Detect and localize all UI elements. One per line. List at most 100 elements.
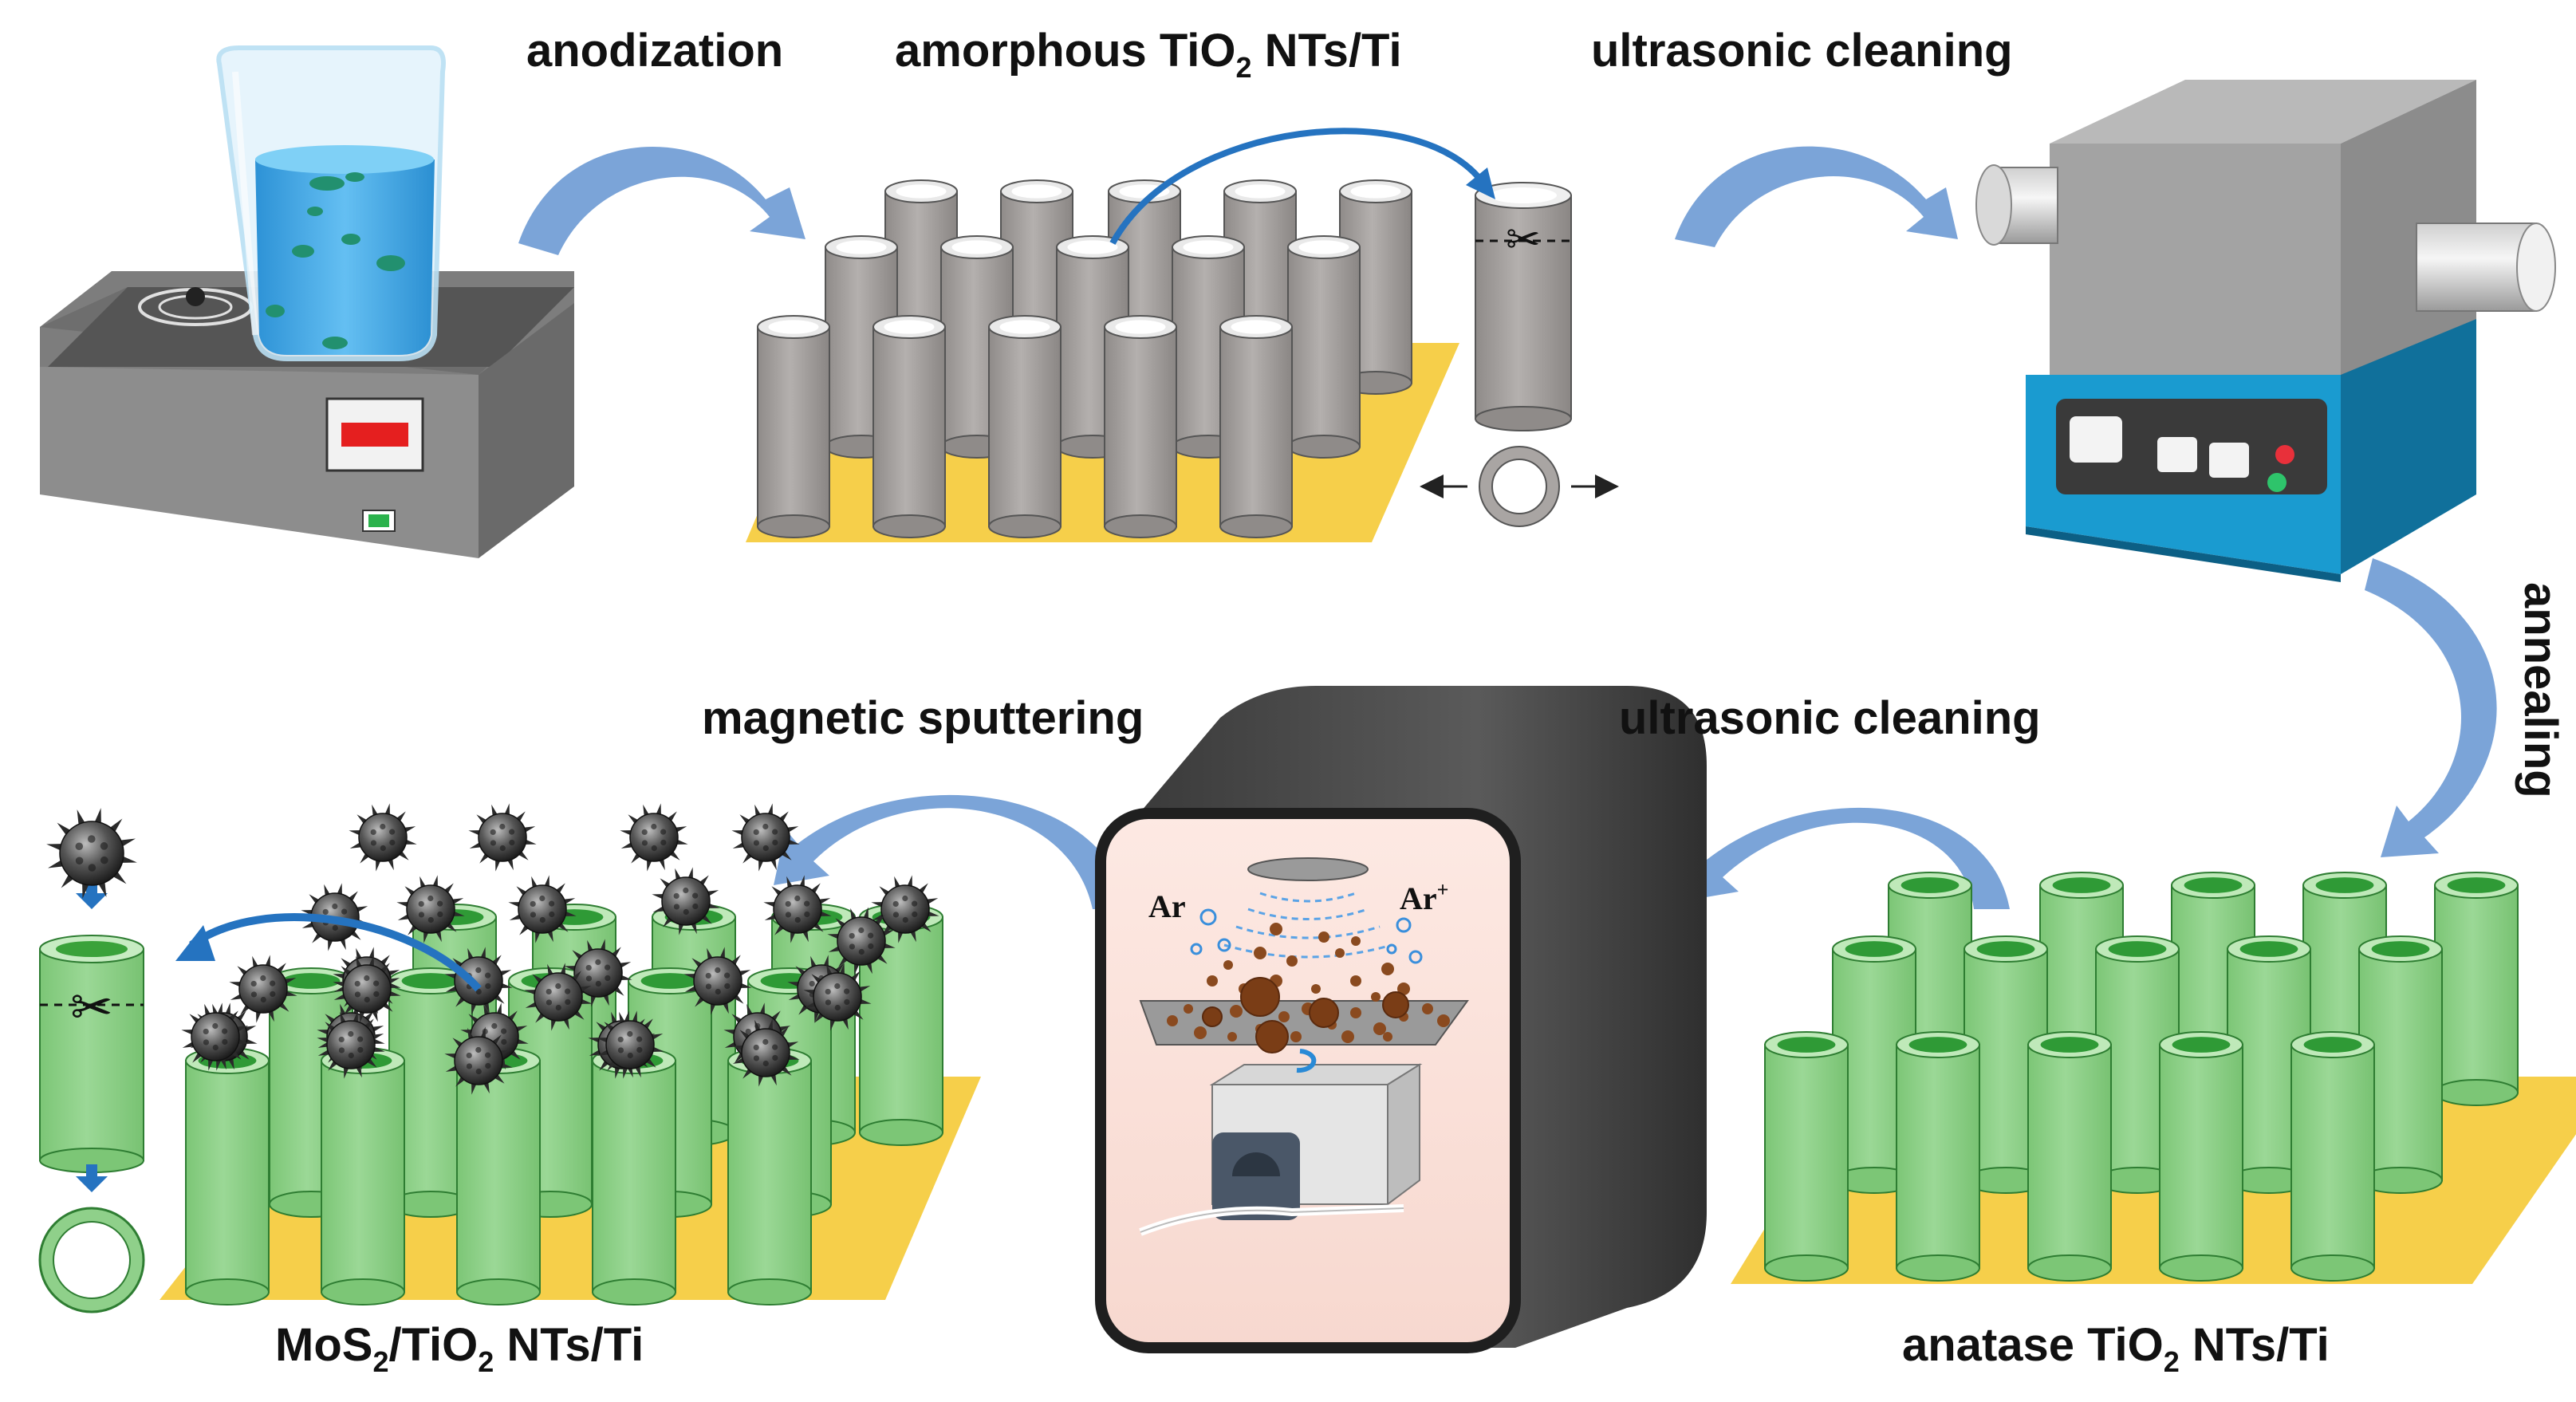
sputter-particle: [1350, 1007, 1361, 1018]
anatase-nanotube-array: [1731, 872, 2576, 1284]
sputter-particle: [1397, 983, 1410, 995]
nanotube: [825, 235, 898, 459]
nanotube: [1896, 1031, 1980, 1282]
mos2-particle: [683, 947, 752, 1015]
label-ultrasonic-top: ultrasonic cleaning: [1591, 25, 2013, 77]
sputter-cluster: [1382, 991, 1409, 1018]
sputter-particle: [1227, 1032, 1237, 1042]
mos2-particle: [871, 875, 939, 943]
nanotube: [872, 315, 946, 538]
sputter-particle: [1311, 984, 1321, 994]
sputter-particle: [1230, 1005, 1243, 1018]
pump-icon: [1139, 1049, 1423, 1236]
sputter-particle: [1373, 1022, 1386, 1035]
sputter-particle: [1350, 975, 1361, 987]
mos2-particle: [229, 955, 297, 1023]
nanotube: [1219, 315, 1293, 538]
mos2-particle: [396, 875, 465, 943]
nanotube: [1287, 235, 1361, 459]
sputter-cluster: [1202, 1006, 1223, 1027]
nanotube: [727, 1047, 812, 1306]
scissors-icon: ✂: [1506, 217, 1541, 263]
sputter-particle: [1223, 960, 1233, 970]
nanotube: [2434, 872, 2519, 1106]
beaker-icon: [216, 45, 446, 361]
mos2-particle: [349, 803, 417, 872]
sputter-particle: [1437, 1014, 1450, 1027]
label-ultrasonic-bottom: ultrasonic cleaning: [1619, 692, 2041, 744]
scissors-icon: ✂: [70, 979, 113, 1036]
mos2-particle: [596, 1010, 664, 1079]
label-ar-plus: Ar+: [1400, 878, 1448, 916]
mos2-particle: [763, 875, 832, 943]
mos2-particle: [620, 803, 688, 872]
sputter-particle: [1371, 992, 1381, 1002]
sputter-particle: [1383, 1032, 1392, 1042]
sputter-particle: [1318, 931, 1329, 943]
mos2-particle: [803, 963, 872, 1031]
mos2-nanotube-array: [160, 803, 981, 1306]
label-anodization: anodization: [526, 25, 783, 77]
sputter-particle: [1335, 948, 1345, 958]
mos2-particle: [444, 947, 513, 1015]
mos2-particle: [317, 1010, 385, 1079]
mos2-particle: [181, 1002, 250, 1071]
mos2-particle: [731, 803, 800, 872]
label-amorphous: amorphous TiO2 NTs/Ti: [895, 25, 1402, 84]
tube-furnace-icon: [1975, 80, 2556, 582]
sputter-cluster: [1240, 977, 1280, 1017]
sputter-particle: [1286, 955, 1298, 967]
mos2-particle: [524, 963, 593, 1031]
process-arrows: [518, 146, 2497, 909]
sputter-particle: [1341, 1030, 1354, 1043]
sputter-cluster: [1309, 998, 1339, 1028]
arrow-annealing: [2365, 558, 2497, 857]
label-magnetic: magnetic sputtering: [702, 692, 1144, 744]
sputter-cluster: [1255, 1020, 1289, 1053]
sputter-particle: [1270, 923, 1282, 935]
mos2-particle: [468, 803, 537, 872]
label-anatase: anatase TiO2 NTs/Ti: [1902, 1319, 2330, 1378]
mos2-particle: [46, 808, 137, 899]
label-mos2: MoS2/TiO2 NTs/Ti: [275, 1319, 644, 1378]
mos2-particle: [731, 1018, 800, 1087]
nanotube: [2290, 1031, 2375, 1282]
nanotube: [185, 1047, 270, 1306]
nanotube: [1764, 1031, 1849, 1282]
sputter-chamber-icon: Ar Ar+: [1095, 686, 1707, 1353]
nanotube: [456, 1047, 541, 1306]
sputter-particle: [1422, 1003, 1433, 1014]
sputter-particle: [1351, 936, 1361, 946]
sputter-particle: [1194, 1026, 1207, 1039]
single-mos2-tube: ✂: [38, 881, 145, 1313]
single-amorphous-tube: ✂: [1109, 128, 1619, 527]
arrow-anodization: [518, 147, 805, 255]
nanotube: [2027, 1031, 2112, 1282]
sputter-particle: [1207, 975, 1218, 987]
hotplate-icon: [40, 271, 574, 558]
nanotube: [988, 315, 1062, 538]
nanotube: [1104, 315, 1177, 538]
arrow-to-single-tube: [189, 913, 482, 992]
sputter-particle: [1184, 1004, 1193, 1014]
arrow-tube-to-single: [1109, 128, 1487, 245]
sputter-particle: [1290, 1031, 1302, 1042]
sputter-particle: [1381, 963, 1394, 975]
arrow-ultrasonic-bottom: [1683, 807, 2010, 909]
nanotube: [757, 315, 830, 538]
sputter-particle: [1278, 1011, 1290, 1022]
nanotube: [321, 1047, 405, 1306]
sputter-particle: [1167, 1015, 1178, 1026]
label-annealing: annealing: [2515, 582, 2566, 798]
arrow-ultrasonic-top: [1675, 146, 1958, 247]
mos2-particle: [508, 875, 577, 943]
nanotube: [2159, 1031, 2243, 1282]
mos2-particle: [333, 955, 401, 1023]
amorphous-nanotube-array: [746, 179, 1459, 542]
mos2-particle: [827, 907, 896, 975]
label-ar: Ar: [1148, 888, 1186, 924]
mos2-particle: [444, 1026, 513, 1095]
arrow-magnetic: [774, 794, 1128, 909]
